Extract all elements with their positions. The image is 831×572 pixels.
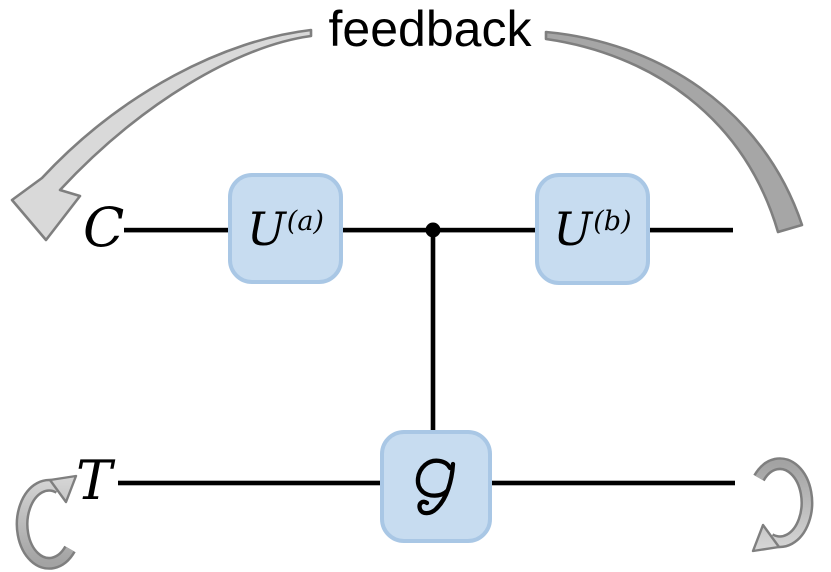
gate-u-b-label: U(b) [553, 206, 631, 252]
loop-arrow-right [753, 464, 807, 551]
gate-u-a-superscript: (a) [286, 205, 324, 237]
gate-g [380, 430, 492, 543]
gate-u-a-label: U(a) [247, 206, 324, 252]
gate-u-a-base: U [247, 201, 286, 256]
gate-u-a: U(a) [228, 173, 343, 284]
control-link-line [430, 230, 436, 433]
feedback-arrow-right [544, 30, 804, 234]
loop-arrow-left [22, 476, 76, 563]
target-wire-label: T [76, 449, 113, 512]
gate-u-b-base: U [553, 202, 593, 256]
gate-u-b-superscript: (b) [593, 206, 632, 237]
control-wire-label: C [83, 196, 125, 259]
feedback-arrow-left [10, 28, 313, 242]
gate-u-b: U(b) [535, 173, 650, 285]
gate-g-label [415, 458, 456, 515]
control-dot [425, 222, 441, 238]
feedback-label: feedback [328, 1, 532, 57]
